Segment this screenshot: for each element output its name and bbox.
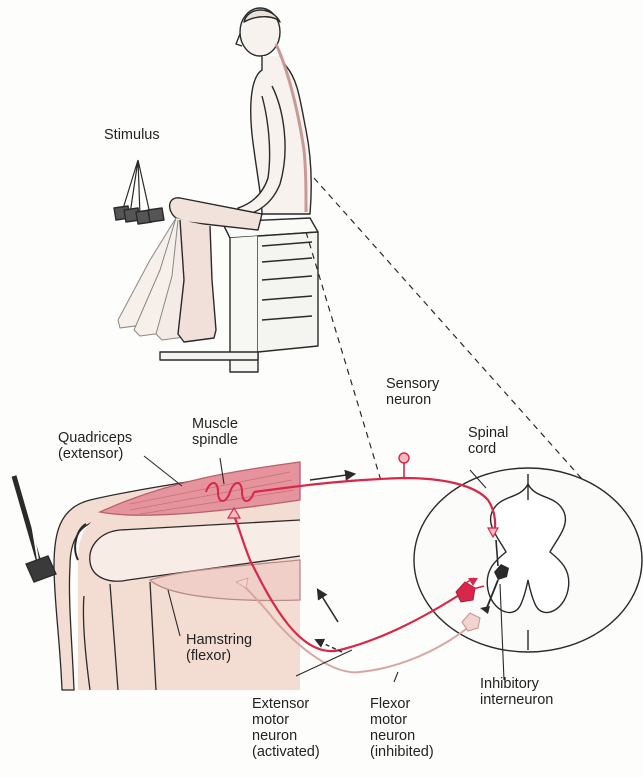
muscle-spindle-label: Muscle spindle [192,416,238,448]
spinal-cord-section [414,468,642,652]
lower-leg [178,220,216,342]
quadriceps-label: Quadriceps (extensor) [58,430,132,462]
extensor-direction-arrow [318,590,338,622]
zoom-guide-lines [306,178,590,488]
reflex-hammer [14,476,56,582]
extensor-motor-neuron-label: Extensor motor neuron (activated) [252,696,320,760]
inhibitory-interneuron-label: Inhibitory interneuron [480,676,553,708]
hamstring-label: Hamstring (flexor) [186,632,252,664]
sensory-direction-arrow [310,474,354,480]
seated-person-illustration [114,8,318,372]
spinal-cord-label: Spinal cord [468,425,508,457]
sensory-cell-body [399,453,409,463]
flexor-motor-neuron-label: Flexor motor neuron (inhibited) [370,696,434,760]
sensory-neuron-label: Sensory neuron [386,376,439,408]
stimulus-label: Stimulus [104,127,160,143]
stimulus-hammers [114,160,164,224]
